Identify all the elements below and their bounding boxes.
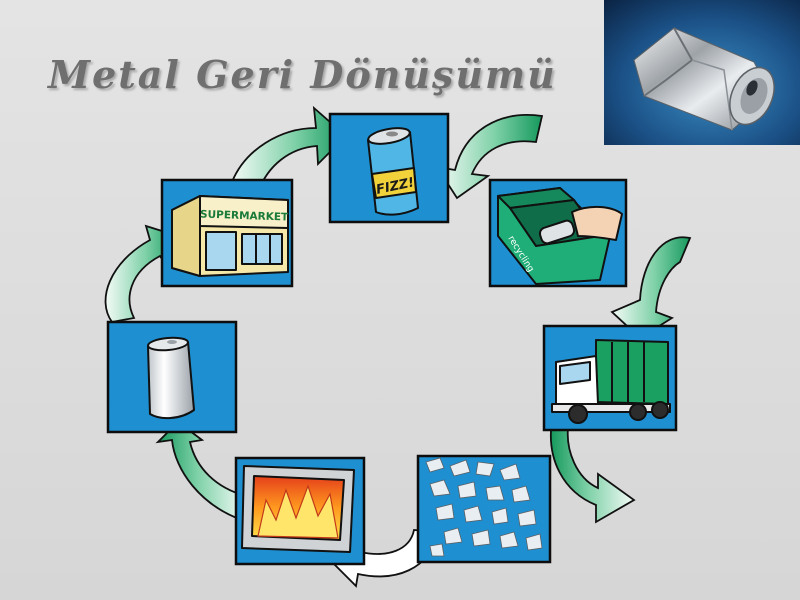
blank-can-icon — [147, 336, 195, 420]
stage-shredded-metal — [416, 454, 552, 564]
supermarket-icon — [171, 195, 289, 277]
arrow-bin-to-truck — [610, 236, 692, 340]
stage-recycling-bin: recycling — [488, 178, 628, 288]
stage-new-can — [106, 320, 238, 434]
stage-soda-can: FIZZ! — [328, 112, 450, 224]
slide-title: Metal Geri Dönüşümü — [48, 52, 557, 97]
soda-can-icon — [367, 127, 419, 216]
recycling-bin-icon — [497, 187, 623, 285]
garbage-truck-icon — [551, 339, 671, 424]
arrow-truck-to-shreds — [550, 418, 636, 524]
crushed-can-photo — [604, 0, 800, 145]
furnace-fire-icon — [241, 465, 355, 553]
stage-furnace — [234, 456, 366, 566]
shredded-metal-icon — [425, 457, 543, 557]
arrow-furnace-to-newcan — [155, 420, 248, 522]
stage-supermarket: SUPERMARKET — [160, 178, 294, 288]
stage-garbage-truck — [542, 324, 678, 432]
supermarket-sign-text: SUPERMARKET — [200, 208, 289, 223]
